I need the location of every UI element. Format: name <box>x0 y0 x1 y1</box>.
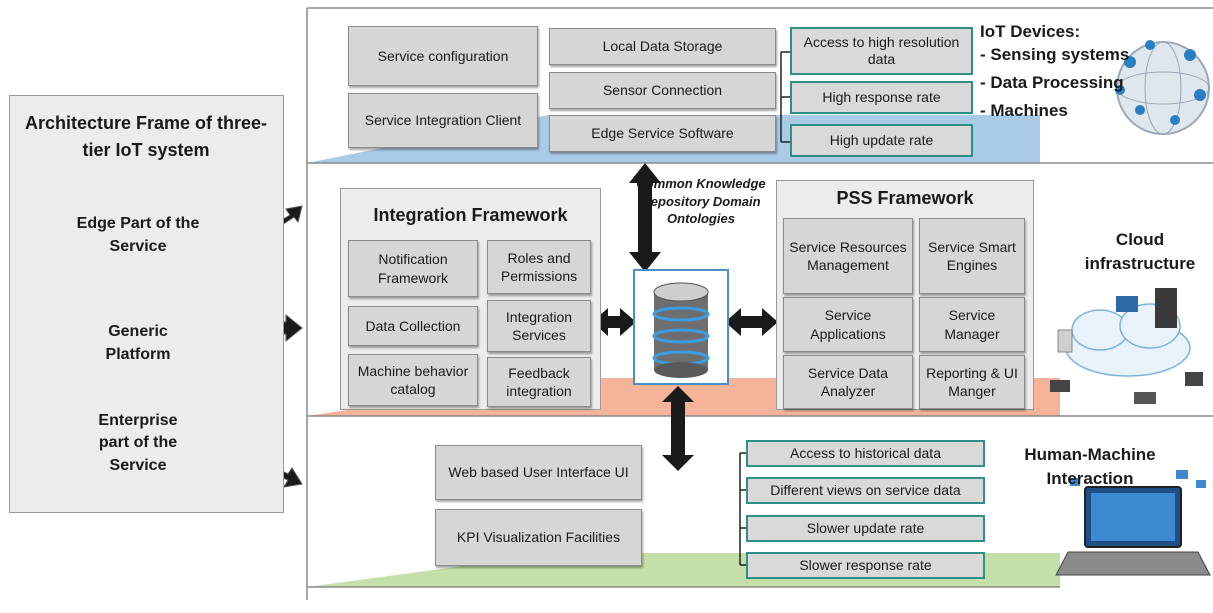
integration-services-box: Integration Services <box>487 300 591 352</box>
high-response-rate-box: High response rate <box>790 81 973 114</box>
arrow-repository-pss <box>725 308 778 336</box>
service-configuration-box: Service configuration <box>348 26 538 86</box>
iot-item-sensing: - Sensing systems <box>980 45 1130 64</box>
pss-framework-title: PSS Framework <box>836 188 974 208</box>
cloud-network-icon <box>1050 288 1203 404</box>
repository-label: Common Knowledge Repository Domain Ontol… <box>636 176 766 227</box>
service-manager-box: Service Manager <box>919 297 1025 352</box>
integration-framework-title: Integration Framework <box>373 205 568 225</box>
service-smart-engines-box: Service Smart Engines <box>919 218 1025 294</box>
edge-service-software-box: Edge Service Software <box>549 115 776 152</box>
service-resources-management-box: Service Resources Management <box>783 218 913 294</box>
architecture-frame-title: Architecture Frame of three-tier IoT sys… <box>24 113 268 160</box>
hmi-computer-icon <box>1055 470 1211 576</box>
roles-permissions-box: Roles and Permissions <box>487 240 591 294</box>
arrow-edge-repository <box>629 163 661 272</box>
data-collection-box: Data Collection <box>348 306 478 346</box>
service-integration-client-box: Service Integration Client <box>348 93 538 148</box>
iot-item-machines: - Machines <box>980 101 1068 120</box>
web-based-ui-box: Web based User Interface UI <box>435 445 642 500</box>
service-applications-box: Service Applications <box>783 297 913 352</box>
iot-item-data-processing: - Data Processing <box>980 73 1124 92</box>
machine-behavior-catalog-box: Machine behavior catalog <box>348 354 478 406</box>
hmi-label: Human-Machine Interaction <box>1024 445 1156 488</box>
left-enterprise-label: Enterprise part of the Service <box>98 412 178 474</box>
local-data-storage-box: Local Data Storage <box>549 28 776 65</box>
high-update-rate-box: High update rate <box>790 124 973 157</box>
reporting-ui-manager-box: Reporting & UI Manger <box>919 355 1025 409</box>
sensor-connection-box: Sensor Connection <box>549 72 776 109</box>
slower-response-rate-box: Slower response rate <box>746 552 985 579</box>
access-historical-data-box: Access to historical data <box>746 440 985 467</box>
notification-framework-box: Notification Framework <box>348 240 478 297</box>
slower-update-rate-box: Slower update rate <box>746 515 985 542</box>
left-platform-label: Generic Platform <box>105 323 171 364</box>
different-views-box: Different views on service data <box>746 477 985 504</box>
database-icon <box>633 269 729 385</box>
feedback-integration-box: Feedback integration <box>487 357 591 407</box>
service-data-analyzer-box: Service Data Analyzer <box>783 355 913 409</box>
kpi-visualization-box: KPI Visualization Facilities <box>435 509 642 566</box>
arrow-integration-repository <box>592 308 636 336</box>
access-high-resolution-box: Access to high resolution data <box>790 27 973 75</box>
architecture-frame-panel <box>9 95 284 513</box>
enterprise-bracket-connector <box>739 452 746 566</box>
edge-bracket-connector <box>780 51 790 143</box>
cloud-infrastructure-label: Cloud infrastructure <box>1084 230 1196 273</box>
left-edge-label: Edge Part of the Service <box>76 215 200 256</box>
iot-devices-title: IoT Devices: <box>980 22 1081 41</box>
arrow-repository-enterprise <box>662 386 694 471</box>
iot-globe-icon <box>1115 40 1210 135</box>
